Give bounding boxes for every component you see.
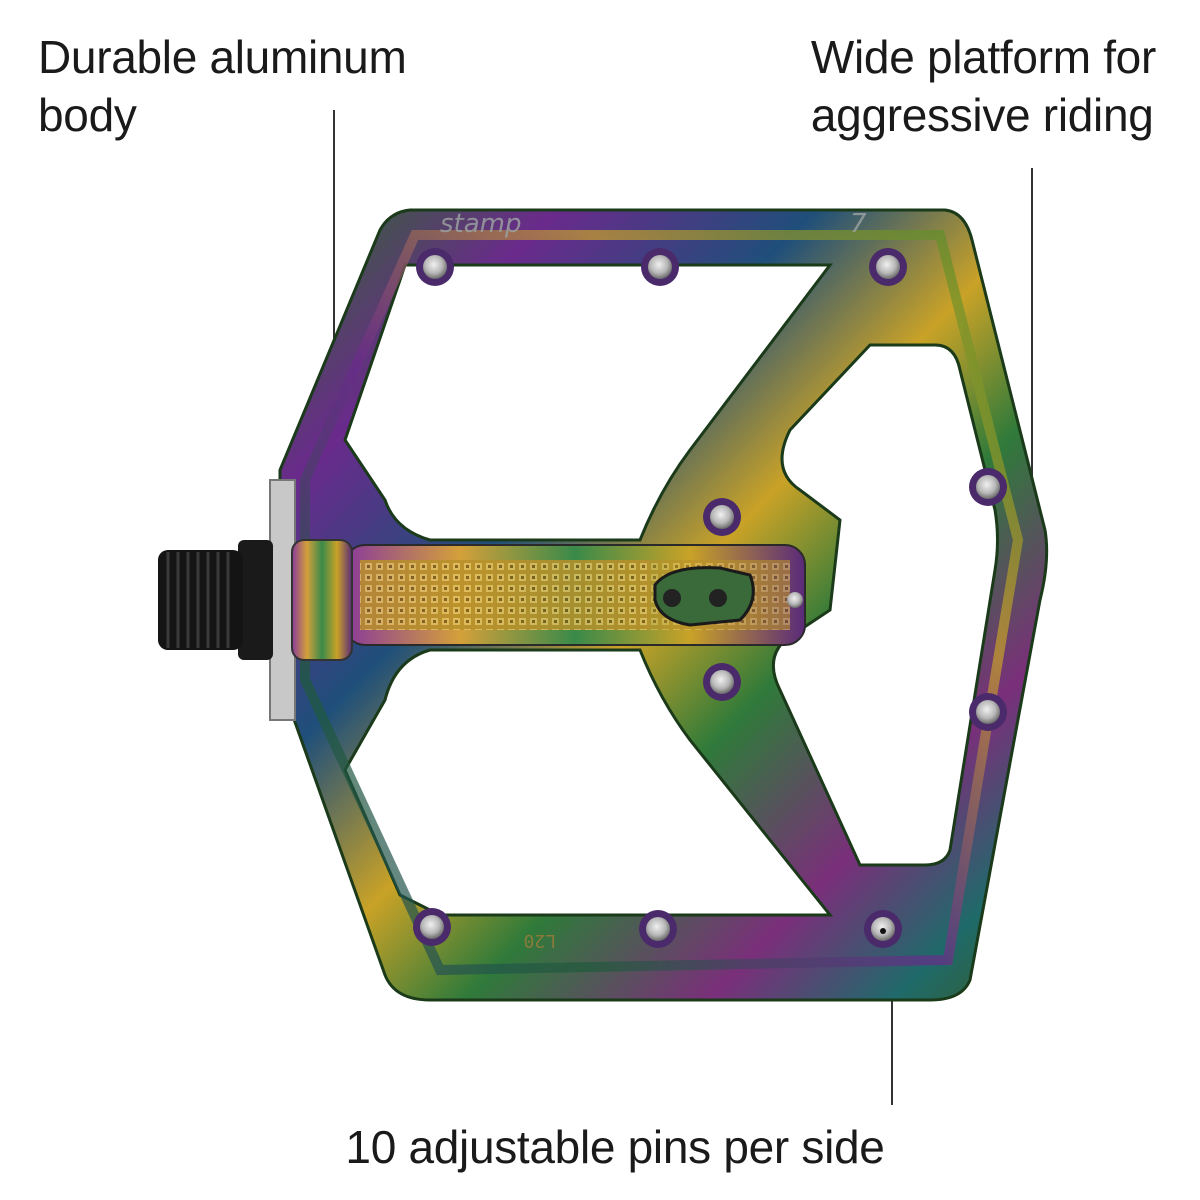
leader-line-platform [1031,168,1033,508]
callout-wide-platform: Wide platform for aggressive riding [811,28,1156,144]
callout-aluminum-body-line2: body [38,89,137,141]
leader-line-pins [891,935,893,1105]
knurled-grip [360,560,650,630]
callout-wide-platform-line1: Wide platform for [810,31,1156,83]
axle-locknut [238,540,273,660]
axle-collar [291,539,353,661]
body-sheen [300,230,1024,976]
leader-line-body [333,110,335,410]
bolt-plate [653,566,755,627]
traction-pins [413,248,1007,948]
callout-adjustable-pins: 10 adjustable pins per side [345,1121,885,1173]
callout-wide-platform-line2: aggressive riding [810,89,1154,141]
callout-aluminum-body-line1: Durable aluminum [38,31,407,83]
size-marking: L20 [523,930,556,951]
threaded-axle-icon [158,550,243,650]
model-marking: 7 [850,209,867,239]
callout-aluminum-body: Durable aluminum body [38,28,407,144]
brand-marking: stamp [440,209,522,239]
